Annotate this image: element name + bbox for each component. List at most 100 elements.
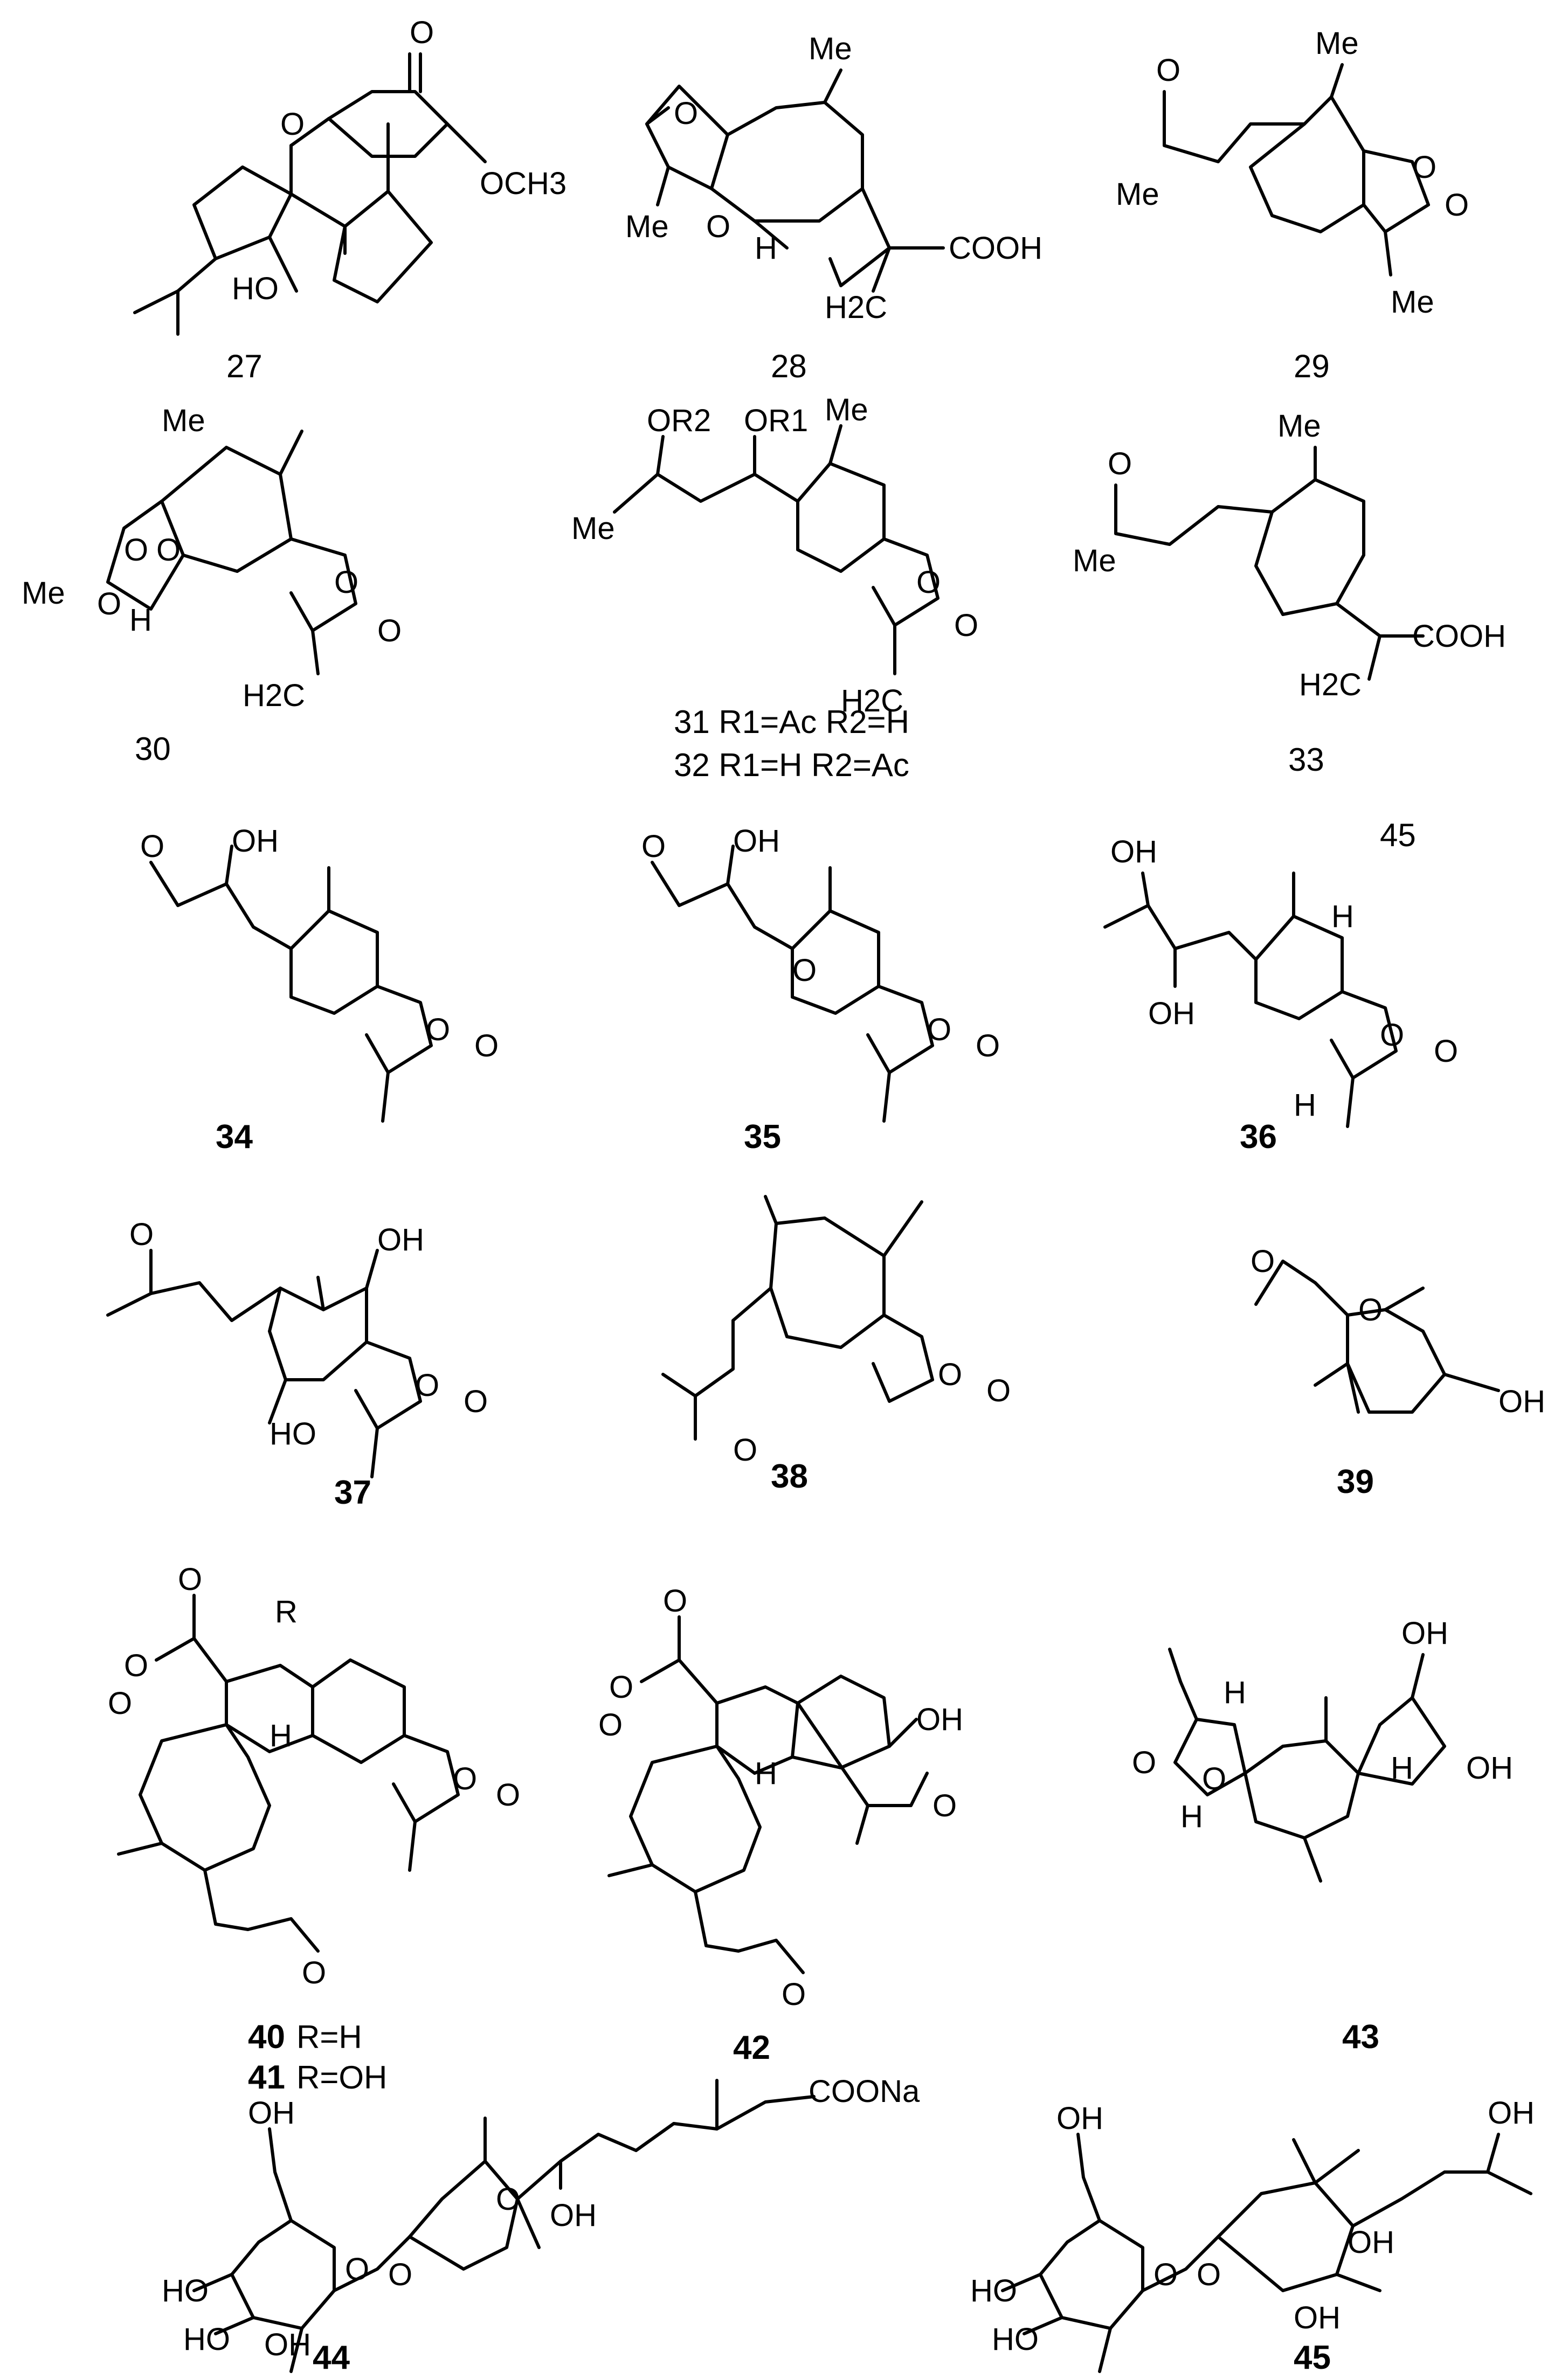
compound-number: 29 [1294, 348, 1330, 384]
compound-number: 45 [1294, 2339, 1331, 2376]
structure-37: O OH O O HO 37 [106, 1217, 488, 1511]
structure-34: O OH O O 34 [140, 824, 499, 1156]
compound-number: 34 [216, 1118, 253, 1156]
atom-label: HO [270, 1416, 316, 1451]
atom-label: O [916, 565, 941, 600]
atom-label: H [755, 1756, 777, 1791]
atom-label: O [108, 1686, 132, 1721]
atom-label: O [1153, 2257, 1178, 2292]
atom-label: O [496, 2182, 520, 2217]
atom-label: O [1132, 1745, 1156, 1780]
atom-label: COONa [809, 2074, 920, 2109]
atom-label: Me [825, 392, 868, 427]
atom-label: O [1108, 446, 1132, 481]
atom-label: Me [1391, 285, 1434, 320]
atom-label: OH [1488, 2096, 1535, 2131]
atom-label: HO [162, 2273, 209, 2308]
compound-number: 39 [1337, 1463, 1374, 1500]
atom-label: Me [625, 209, 669, 244]
atom-label: O [178, 1562, 202, 1597]
compound-number: 37 [334, 1474, 371, 1511]
atom-label: O [388, 2257, 412, 2292]
atom-label: O [598, 1707, 623, 1742]
compound-number: 30 [135, 731, 171, 767]
atom-label: OH [1401, 1616, 1448, 1651]
atom-label: H [1391, 1751, 1413, 1786]
compound-number: 33 [1288, 742, 1324, 778]
atom-label: O [129, 1217, 154, 1252]
atom-label: OH [1148, 996, 1195, 1031]
atom-label: HO [992, 2322, 1039, 2357]
atom-label: OH [733, 824, 780, 859]
compound-number: 35 [744, 1118, 781, 1156]
bond-lines [133, 52, 487, 336]
atom-label: O [954, 608, 978, 643]
atom-label: OH [1294, 2300, 1341, 2335]
atom-label: OH [1348, 2225, 1394, 2260]
atom-label: OH [248, 2096, 295, 2131]
structure-28: Me O Me O H COOH H2C 28 [625, 31, 1042, 384]
atom-label: Me [1073, 543, 1116, 578]
atom-label: O [733, 1433, 757, 1468]
compound-label: 31 R1=Ac R2=H [674, 704, 909, 740]
compound-number: 36 [1240, 1118, 1277, 1156]
atom-label: O [932, 1788, 957, 1823]
compound-label: R=OH [296, 2059, 387, 2096]
atom-label: O [1412, 150, 1436, 185]
atom-label: OH [916, 1702, 963, 1737]
atom-label: H2C [243, 678, 305, 713]
atom-label: O [938, 1357, 962, 1392]
atom-label: O [415, 1368, 439, 1403]
compound-number: 42 [733, 2029, 770, 2066]
atom-label: O [674, 96, 698, 131]
atom-label: H [1294, 1088, 1316, 1123]
compound-number: 41 [248, 2059, 285, 2096]
atom-label: Me [162, 403, 205, 438]
compound-number: 27 [226, 348, 263, 384]
atom-label: OH [1466, 1751, 1513, 1786]
atom-label: Me [22, 576, 65, 611]
atom-label: O [124, 1648, 148, 1683]
atom-label: O [1434, 1034, 1458, 1069]
atom-label: O [641, 829, 666, 864]
structure-39: O O OH 39 [1251, 1244, 1545, 1500]
atom-label: H [129, 603, 152, 638]
atom-label: O [663, 1583, 687, 1619]
atom-label: OH [1110, 834, 1157, 869]
structure-36: OH OH H O O H 36 [1103, 834, 1458, 1156]
atom-label: H2C [841, 683, 903, 718]
atom-label: O [1251, 1244, 1275, 1279]
atom-label: H [755, 231, 777, 266]
structure-42: O O OH O H O O 42 [598, 1583, 963, 2066]
atom-label: O [792, 953, 817, 988]
atom-label: OH [1056, 2101, 1103, 2136]
atom-label: O [986, 1373, 1011, 1408]
atom-label: O [410, 15, 434, 50]
compound-number: 38 [771, 1458, 808, 1495]
atom-label: Me [1315, 26, 1359, 61]
structure-27: O O OCH3 HO 27 [133, 15, 567, 384]
atom-label: O [280, 107, 305, 142]
atom-label: HO [183, 2322, 230, 2357]
atom-label: O [453, 1761, 477, 1796]
atom-label: OR1 [744, 403, 808, 438]
structure-31-32: OR2 OR1 Me Me O O H2C 31 R1=Ac R2=H 32 R… [571, 392, 978, 783]
atom-label: OH [264, 2327, 311, 2362]
atom-label: OH [232, 824, 279, 859]
compound-label: 32 R1=H R2=Ac [674, 747, 909, 783]
atom-label: COOH [1412, 619, 1506, 654]
atom-label: O [426, 1012, 450, 1047]
atom-label: R [275, 1594, 298, 1629]
compound-number: 45 [1380, 817, 1416, 853]
atom-label: O [706, 209, 730, 244]
atom-label: O [302, 1955, 326, 1990]
atom-label: HO [970, 2273, 1017, 2308]
atom-label: O [377, 613, 402, 648]
atom-label: O [156, 532, 181, 568]
atom-label: O [1202, 1761, 1226, 1796]
atom-label: H [1331, 899, 1354, 934]
structure-40-41: O R O O O H O O 40 R=H 41 R=OH [108, 1562, 520, 2096]
structure-35: O OH O O O 35 [641, 824, 1000, 1156]
atom-label: O [1358, 1292, 1383, 1327]
